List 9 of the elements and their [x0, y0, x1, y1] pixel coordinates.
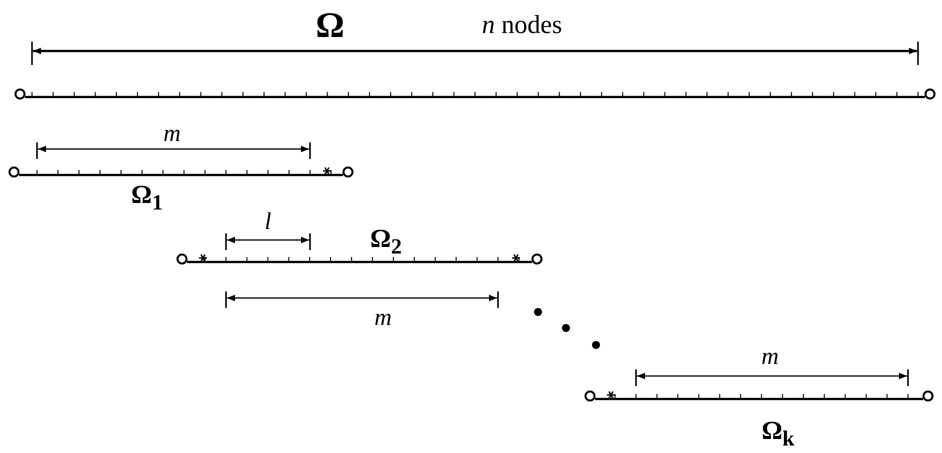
dimension-label: l	[264, 210, 272, 234]
subdomain-label: Ω$_{k}$	[762, 418, 794, 450]
domain-label: Ω	[316, 7, 344, 43]
dimension-label: m	[761, 345, 779, 369]
subdomain-label: Ω$_{1}$	[131, 182, 163, 214]
dimension-label: n nodes	[482, 12, 562, 38]
dimension-label: m	[374, 306, 392, 330]
dimension-label: m	[163, 122, 181, 146]
subdomain-label: Ω$_{2}$	[370, 226, 402, 258]
